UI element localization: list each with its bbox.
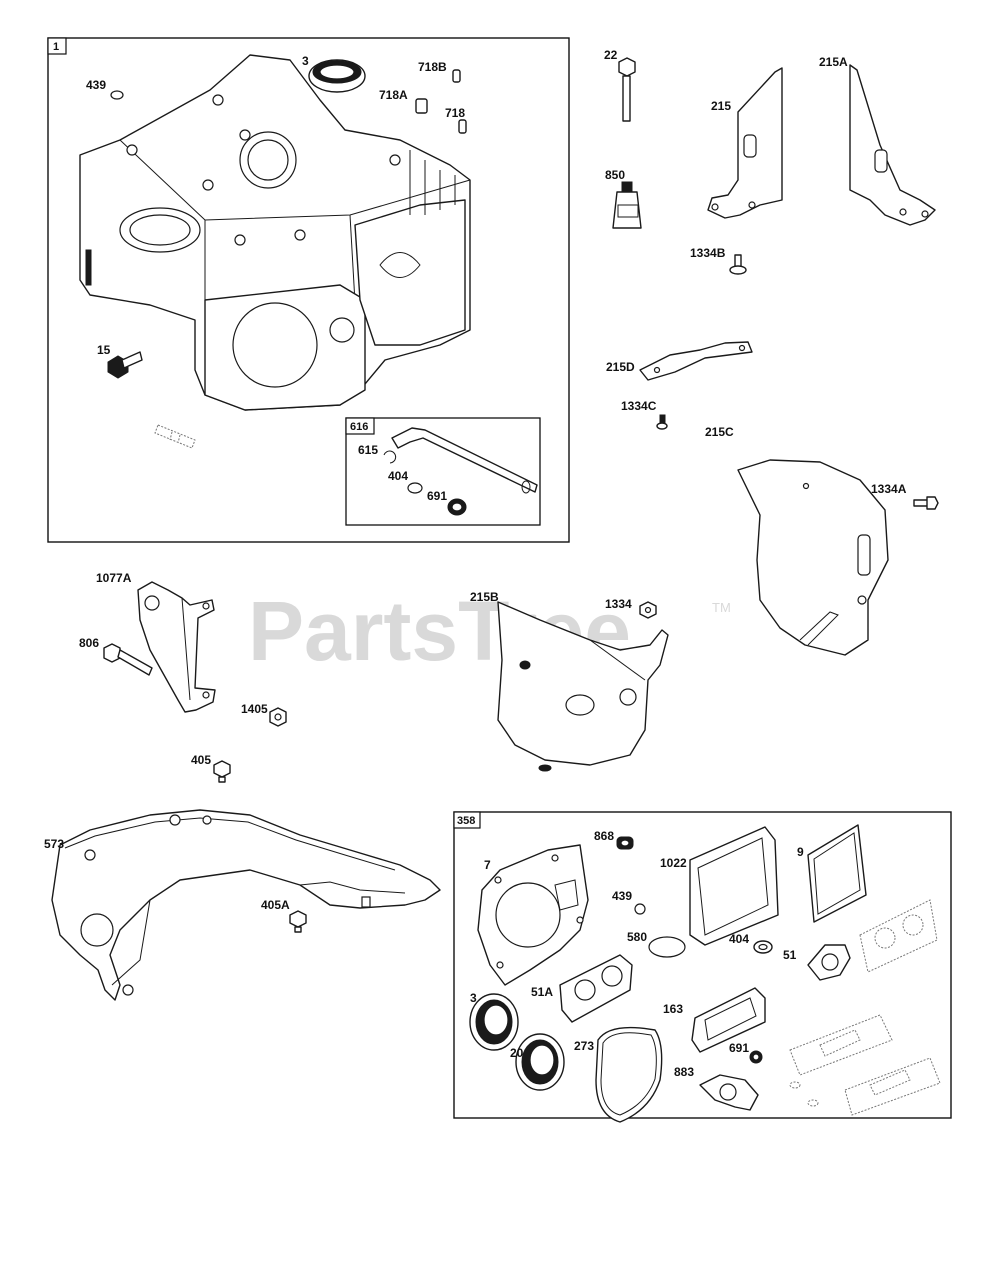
callout-439: 439 — [86, 78, 106, 92]
callout-405a: 405A — [261, 898, 290, 912]
callout-405: 405 — [191, 753, 211, 767]
part-1334b-screw — [729, 254, 747, 275]
watermark-tm: TM — [712, 600, 731, 615]
part-7-head-gasket — [477, 844, 589, 986]
part-9-gasket — [807, 824, 867, 923]
part-215-baffle — [707, 67, 783, 219]
part-573-housing-plate — [51, 809, 441, 1001]
callout-883: 883 — [674, 1065, 694, 1079]
callout-3-b: 3 — [470, 991, 477, 1005]
callout-439-b: 439 — [612, 889, 632, 903]
callout-1334b: 1334B — [690, 246, 726, 260]
group-tag-1: 1 — [53, 41, 59, 53]
callout-1022: 1022 — [660, 856, 687, 870]
part-1334a-screw — [913, 496, 939, 510]
callout-718: 718 — [445, 106, 465, 120]
callout-718b: 718B — [418, 60, 447, 74]
callout-22: 22 — [604, 48, 618, 62]
engine-block-drawing — [79, 54, 471, 411]
part-273-seal — [595, 1026, 663, 1123]
part-404b-washer — [753, 940, 773, 954]
group-engine-block: 1 439 — [47, 37, 570, 543]
part-3-oil-seal — [308, 59, 366, 93]
part-615-clip — [383, 450, 397, 464]
part-15-hex-bolt — [107, 351, 143, 379]
part-1077a-bracket — [137, 581, 216, 713]
callout-51: 51 — [783, 948, 797, 962]
callout-9: 9 — [797, 845, 804, 859]
part-215d-plate — [639, 341, 753, 381]
group-gasket-set: 358 7 868 439 580 1022 — [453, 811, 952, 1123]
callout-573: 573 — [44, 837, 64, 851]
callout-15: 15 — [97, 343, 111, 357]
callout-404-a: 404 — [388, 469, 408, 483]
callout-615: 615 — [358, 443, 378, 457]
callout-691-b: 691 — [729, 1041, 749, 1055]
callout-215c: 215C — [705, 425, 734, 439]
part-718-dowel — [458, 119, 467, 134]
callout-20: 20 — [510, 1046, 524, 1060]
part-20-oil-seal — [515, 1033, 565, 1091]
group-tag-616: 616 — [350, 421, 368, 433]
part-215c-shroud — [737, 459, 889, 656]
part-51-gasket — [807, 944, 851, 981]
part-1022-valve-cover-gasket — [689, 826, 779, 946]
part-616-tube — [391, 427, 538, 493]
group-tag-358: 358 — [457, 815, 475, 827]
callout-1334: 1334 — [605, 597, 632, 611]
part-691-seal — [447, 498, 467, 516]
callout-163: 163 — [663, 1002, 683, 1016]
ghost-intake-gasket — [859, 899, 938, 973]
callout-215d: 215D — [606, 360, 635, 374]
part-439b-ring — [634, 903, 646, 915]
ghost-exhaust-gaskets — [789, 1014, 941, 1116]
part-868-plug — [616, 836, 634, 850]
part-850-sealant-tube — [612, 181, 642, 229]
part-1405-nut — [269, 707, 287, 727]
callout-1334a: 1334A — [871, 482, 907, 496]
callout-1405: 1405 — [241, 702, 268, 716]
part-404-washer — [407, 482, 423, 494]
part-439-ring — [110, 90, 124, 100]
callout-215a: 215A — [819, 55, 848, 69]
part-1334c-screw — [656, 414, 668, 430]
part-51a-gasket — [559, 954, 633, 1023]
callout-404-b: 404 — [729, 932, 749, 946]
callout-215b: 215B — [470, 590, 499, 604]
callout-51a: 51A — [531, 985, 553, 999]
part-580-o-ring — [648, 936, 686, 958]
part-883-gasket — [699, 1074, 759, 1111]
callout-580: 580 — [627, 930, 647, 944]
part-22-bolt — [618, 57, 636, 122]
callout-718a: 718A — [379, 88, 408, 102]
callout-273: 273 — [574, 1039, 594, 1053]
callout-215: 215 — [711, 99, 731, 113]
part-215a-baffle — [849, 64, 936, 226]
part-405-bolt — [213, 760, 231, 783]
ghost-stud — [154, 424, 196, 449]
callout-7: 7 — [484, 858, 491, 872]
group-dipstick-tube: 616 615 404 691 — [345, 417, 541, 526]
callout-1334c: 1334C — [621, 399, 657, 413]
part-806-bolt — [103, 643, 153, 676]
part-215b-shroud — [497, 601, 669, 772]
part-718b-dowel — [452, 69, 461, 83]
callout-850: 850 — [605, 168, 625, 182]
part-1334-screw — [639, 601, 657, 619]
callout-691-a: 691 — [427, 489, 447, 503]
callout-868: 868 — [594, 829, 614, 843]
part-405a-bolt — [289, 910, 307, 933]
part-691b-seal — [749, 1050, 763, 1064]
callout-806: 806 — [79, 636, 99, 650]
part-718a-bushing — [415, 98, 428, 114]
part-163-exhaust-gasket — [691, 987, 766, 1053]
callout-3: 3 — [302, 54, 309, 68]
part-3b-oil-seal — [469, 993, 519, 1051]
callout-1077a: 1077A — [96, 571, 132, 585]
